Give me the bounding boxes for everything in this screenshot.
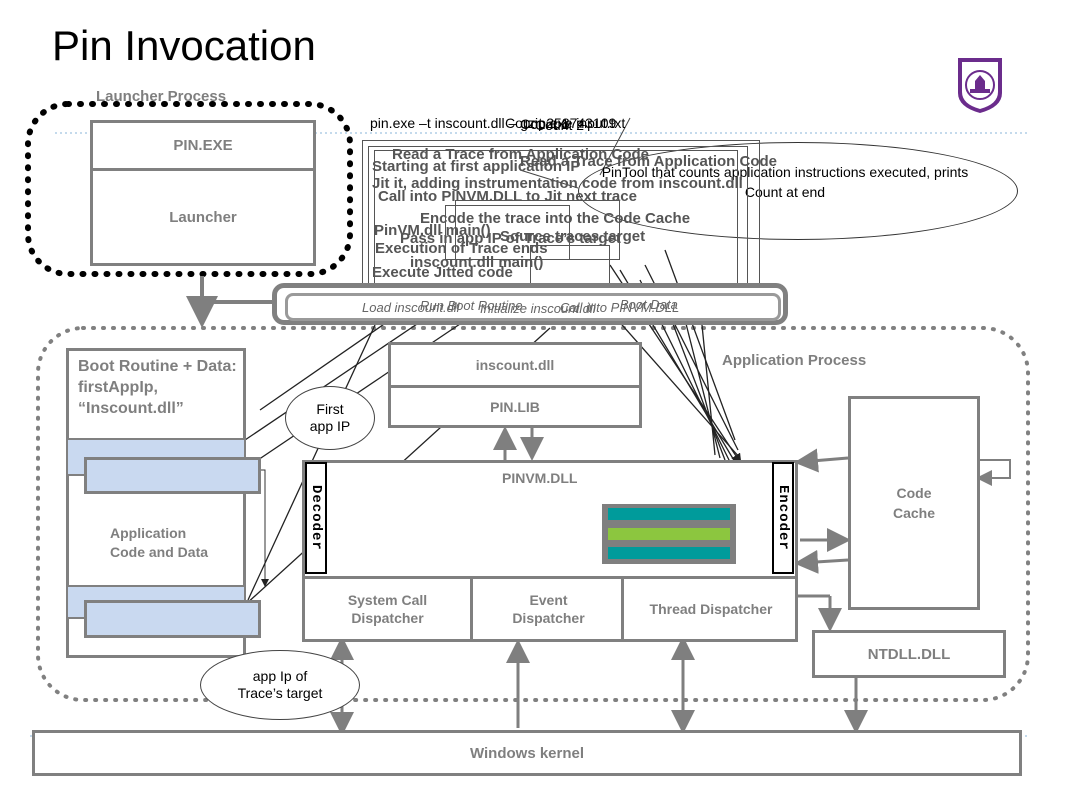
pipe-label-4: Initialize inscount.dll bbox=[480, 301, 596, 316]
thread-dispatcher: Thread Dispatcher bbox=[649, 601, 773, 617]
overlay-step-1: Read a Trace from Application Code bbox=[392, 146, 649, 163]
overlay-step-4: Execute Jitted code bbox=[372, 264, 513, 281]
boot-routine-label: Boot Routine + Data: firstAppIp, “Inscou… bbox=[78, 358, 237, 417]
pin-lib-label: PIN.LIB bbox=[490, 399, 540, 415]
pintool-note: PinTool that counts application instruct… bbox=[601, 164, 969, 200]
pintool-note-oval bbox=[578, 142, 1018, 240]
encoder-label: Encoder bbox=[775, 485, 791, 551]
overlay-step-2: Jit it, adding instrumentation code from… bbox=[372, 175, 743, 192]
page-title: Pin Invocation bbox=[52, 22, 316, 69]
decoder-box: Decoder bbox=[305, 462, 327, 574]
inter-process-pipe bbox=[272, 283, 788, 325]
encoder-box: Encoder bbox=[772, 462, 794, 574]
pintool-box: inscount.dll PIN.LIB bbox=[388, 342, 642, 428]
pipe-label-3: Boot Data bbox=[620, 297, 678, 312]
count-value-1: Count 258743109 bbox=[505, 115, 617, 131]
decoder-label: Decoder bbox=[308, 485, 324, 551]
pipe-label-2: Run Boot Routine bbox=[420, 298, 523, 313]
launcher-process-label: Launcher Process bbox=[96, 88, 227, 105]
trace-target-callout: app Ip of Trace’s target bbox=[200, 650, 360, 720]
overlay-step-8: Source traces target bbox=[500, 228, 646, 245]
first-app-ip-text: First app IP bbox=[309, 401, 351, 434]
overlay-step-7: Pass in app IP of Trace’s target bbox=[400, 230, 621, 247]
overlay-step-11: PinVM.dll main() bbox=[374, 222, 491, 239]
first-app-ip-callout: First app IP bbox=[285, 386, 375, 450]
application-process-label: Application Process bbox=[722, 352, 867, 369]
university-seal-icon bbox=[955, 55, 1005, 115]
trace-stack bbox=[602, 504, 736, 564]
pinvm-dll-label: PINVM.DLL bbox=[502, 470, 578, 486]
overlay-step-3: Encode the trace into the Code Cache bbox=[420, 210, 691, 227]
launcher-process-box: PIN.EXE Launcher bbox=[90, 120, 316, 266]
overlay-step-6: Call into PINVM.DLL to Jit next trace bbox=[378, 188, 637, 205]
system-call-dispatcher: System Call Dispatcher bbox=[305, 579, 473, 639]
target-trace-block bbox=[84, 600, 261, 638]
first-trace-block bbox=[84, 457, 261, 494]
windows-kernel-label: Windows kernel bbox=[469, 744, 585, 762]
code-cache-label: Code Cache bbox=[892, 485, 936, 521]
overlay-step-10: inscount.dll main() bbox=[410, 254, 544, 271]
pipe-label-1: Load inscount.dll bbox=[362, 300, 460, 315]
inscount-dll-label: inscount.dll bbox=[391, 345, 639, 388]
overlay-step-9: Starting at first application IP bbox=[372, 158, 581, 175]
pipe-label-5: Call into PINVM.DLL bbox=[560, 300, 680, 315]
count-value-3: Count 2 bbox=[535, 117, 585, 133]
dispatchers-row: System Call Dispatcher Event Dispatcher … bbox=[302, 576, 798, 642]
application-code-label: Application Code and Data bbox=[110, 525, 209, 560]
command-line: pin.exe –t inscount.dll – gzip.exe input… bbox=[370, 115, 626, 131]
pin-exe-label: PIN.EXE bbox=[93, 123, 313, 171]
overlay-step-5: Execution of Trace ends bbox=[375, 240, 548, 257]
launcher-label: Launcher bbox=[169, 208, 237, 226]
code-cache-box: Code Cache bbox=[848, 396, 980, 610]
trace-target-text: app Ip of Trace’s target bbox=[237, 668, 323, 701]
windows-kernel-box: Windows kernel bbox=[32, 730, 1022, 776]
ntdll-box: NTDLL.DLL bbox=[812, 630, 1006, 678]
count-value-2: Count 1 bbox=[520, 116, 570, 132]
event-dispatcher: Event Dispatcher bbox=[476, 579, 624, 639]
overlay-step-12: Read a Trace from Application Code bbox=[520, 153, 777, 170]
overlay-frame-5 bbox=[445, 205, 570, 260]
ntdll-label: NTDLL.DLL bbox=[867, 645, 951, 663]
